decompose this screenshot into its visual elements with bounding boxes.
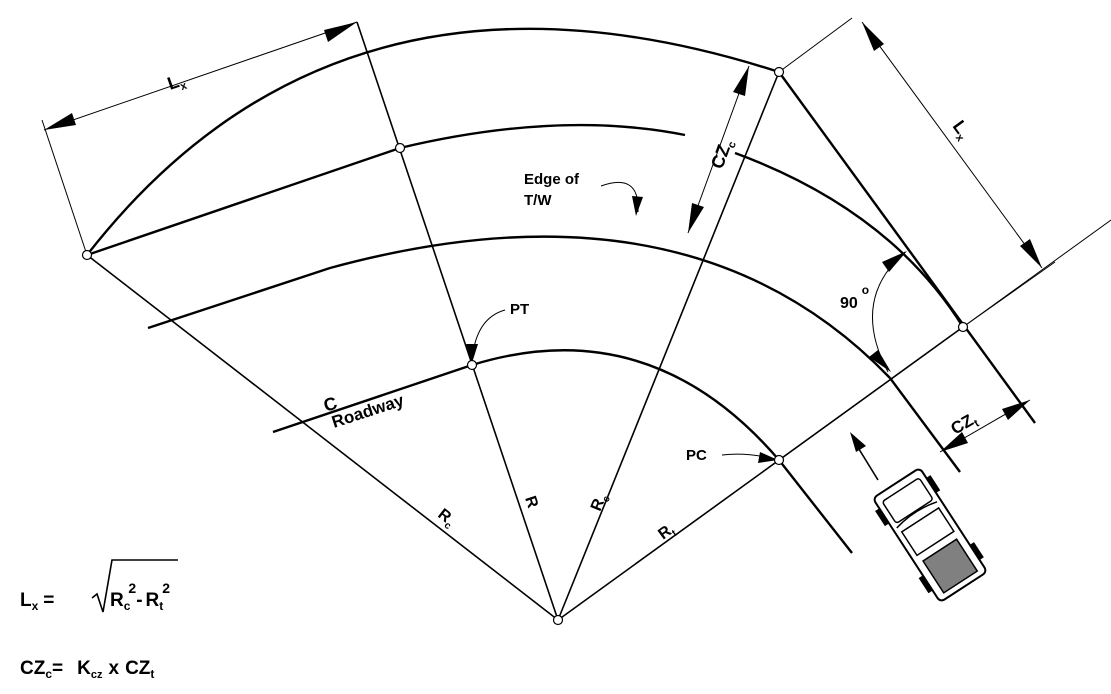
pc-label: PC	[686, 447, 707, 464]
radius-r-center	[356, 21, 559, 621]
lx-right-dimension-line	[861, 21, 1043, 269]
radius-rc-left	[86, 254, 559, 621]
rc-left-label: Rc	[433, 506, 459, 533]
pt-label: PT	[510, 301, 529, 318]
angle-arrowhead-bottom	[869, 350, 891, 372]
formula-lx: Lx= Rc2-Rt2	[20, 559, 178, 613]
pt-leader	[471, 309, 506, 361]
roadway-label: Roadway	[329, 391, 406, 432]
pc-leader-arrowhead	[758, 452, 778, 463]
pickup-truck-icon	[873, 468, 987, 602]
outer-edge-line	[778, 71, 1036, 424]
mid-offset-arc-left	[86, 123, 686, 257]
point-pt	[466, 359, 478, 371]
radius-rc-center	[557, 71, 780, 621]
lx-top-dimension-line	[43, 21, 358, 131]
rc-center-label: Rc	[588, 491, 613, 515]
pt-leader-arrowhead	[466, 344, 478, 363]
labels: Lx Lx CZc Edge of T/W 90o PT PC C Roadwa…	[165, 69, 982, 545]
edge-tw-label-line1: Edge of	[524, 171, 580, 188]
lx-top-arrowhead-left	[44, 113, 76, 130]
curves	[86, 27, 1036, 554]
point-outer-end	[773, 66, 785, 78]
edge-tw-label-line2: T/W	[524, 192, 552, 209]
radius-rt	[557, 326, 964, 621]
dimension-lines	[41, 17, 1056, 463]
czc-arrowhead-bottom	[688, 203, 704, 233]
point-pc	[773, 454, 785, 466]
sqrt-radical	[91, 559, 178, 613]
czt-arrowhead-left	[940, 432, 968, 452]
points	[81, 66, 969, 626]
czc-arrowhead-top	[733, 66, 749, 96]
point-mid-arc	[394, 142, 406, 154]
formula-lx-lhs: Lx=	[20, 590, 54, 613]
lx-top-label: Lx	[165, 69, 190, 97]
point-left-tangent	[81, 249, 93, 261]
formula-lx-rhs: Rc2-Rt2	[110, 580, 170, 613]
angle-arrowhead-top	[882, 251, 907, 272]
lx-top-arrowhead-right	[324, 22, 357, 42]
lx-right-arrowhead-bottom	[1020, 239, 1042, 268]
outer-clearzone-arc	[86, 27, 780, 256]
czc-label: CZc	[707, 136, 739, 172]
lx-right-arrowhead-top	[862, 22, 884, 51]
rt-label: Rt	[655, 520, 679, 545]
arrow-up-icon	[850, 432, 879, 481]
angle-label: 90o	[840, 283, 869, 312]
r-center-label: R	[521, 494, 541, 511]
lx-right-label: Lx	[946, 117, 975, 145]
lx-right-extension-top	[778, 17, 853, 73]
roadway-centerline-curve	[272, 349, 853, 554]
inner-edge-tangent	[889, 377, 961, 473]
radial-lines	[86, 21, 1111, 621]
edge-tw-leader-arrowhead	[632, 196, 643, 216]
lx-top-extension-left	[41, 119, 88, 256]
czt-arrowhead-right	[1002, 400, 1030, 420]
czt-label: CZt	[948, 409, 982, 441]
centerline-symbol: C	[321, 393, 340, 416]
point-center	[552, 614, 564, 626]
point-tangent-right	[957, 321, 969, 333]
lx-right-extension-bottom	[962, 261, 1056, 328]
edge-of-travel-way-curve	[147, 235, 891, 379]
